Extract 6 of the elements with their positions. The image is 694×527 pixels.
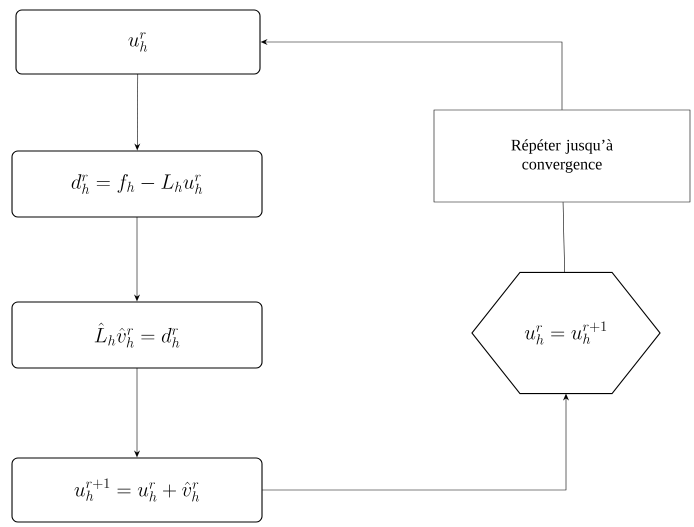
hexagon-node: $u_{h}^{r} = u_{h}^{r+1}$ [471,272,661,394]
text-box: Répéter jusqu’à convergence [434,110,690,202]
process-box: $\hat{L}_{h} \hat{v}_{h}^{r} = d_{h}^{r}$ [11,301,263,369]
process-box: $u_{h}^{r}$ [15,9,261,75]
process-box: $u_{h}^{r+1} = u_{h}^{r} + \hat{v}_{h}^{r}$ [11,457,263,523]
process-box: $d_{h}^{r} = f_{h} - L_{h} u_{h}^{r}$ [11,150,263,218]
